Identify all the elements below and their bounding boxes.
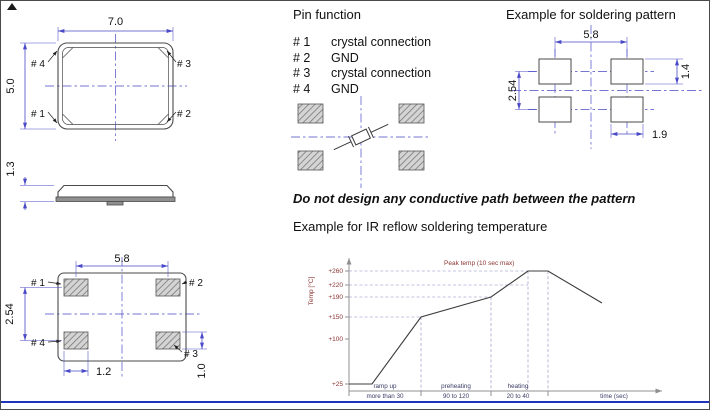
top-view-pin-3-label: # 3 bbox=[177, 59, 191, 70]
bottom-view-pad-width-dim: 1.2 bbox=[96, 366, 111, 378]
mechanical-drawings: 7.0 5.0 # 4 # 3 # 1 # 2 1.3 bbox=[4, 16, 208, 379]
duration-ramp-up: more than 30 bbox=[366, 393, 404, 400]
region-preheating: preheating bbox=[441, 383, 471, 390]
top-view-height-dim: 5.0 bbox=[5, 78, 17, 93]
graph-y-axis-label: Temp [°C] bbox=[307, 277, 315, 306]
pin-row-2: # 2 GND bbox=[293, 51, 431, 67]
pin-number: # 2 bbox=[293, 50, 311, 65]
bottom-view-pin-3-label: # 3 bbox=[184, 349, 198, 360]
side-view-drawing: 1.3 bbox=[5, 161, 176, 210]
pin-function-text: crystal connection bbox=[331, 66, 432, 80]
ytick-260: +260 bbox=[328, 268, 343, 275]
pin-function-text: crystal connection bbox=[331, 35, 432, 49]
ytick-100: +100 bbox=[328, 336, 343, 343]
top-view-pin-1-label: # 1 bbox=[31, 109, 45, 120]
top-view-drawing: 7.0 5.0 # 4 # 3 # 1 # 2 bbox=[5, 16, 191, 141]
pin-function-title: Pin function bbox=[293, 7, 361, 22]
pin-row-4: # 4 GND bbox=[293, 82, 431, 98]
region-ramp-up: ramp up bbox=[373, 383, 397, 390]
ytick-150: +150 bbox=[328, 314, 343, 321]
ytick-190: +190 bbox=[328, 294, 343, 301]
duration-heating: 20 to 40 bbox=[507, 393, 530, 400]
side-view-height-dim: 1.3 bbox=[5, 161, 17, 176]
bottom-view-pad-height-dim: 1.0 bbox=[196, 363, 208, 378]
pattern-pad-height-dim: 1.4 bbox=[680, 64, 692, 79]
soldering-pattern-title: Example for soldering pattern bbox=[506, 7, 676, 22]
duration-preheating: 90 to 120 bbox=[443, 393, 470, 400]
pin-row-3: # 3 crystal connection bbox=[293, 66, 431, 82]
pattern-pad-width-dim: 1.9 bbox=[652, 129, 667, 141]
bottom-view-pin-2-label: # 2 bbox=[189, 278, 203, 289]
pin-function-text: GND bbox=[331, 50, 359, 65]
crystal-orientation-diagram bbox=[291, 96, 431, 188]
top-view-pin-4-label: # 4 bbox=[31, 59, 45, 70]
bottom-view-drawing: 5.8 2.54 1.2 1.0 # 1 # 2 # 4 # 3 bbox=[4, 253, 208, 379]
graph-x-axis-label: time (sec) bbox=[600, 393, 628, 400]
bottom-view-pitch-x-dim: 5.8 bbox=[114, 253, 129, 265]
pin-function-list: # 1 crystal connection # 2 GND # 3 cryst… bbox=[293, 35, 431, 97]
ytick-25: +25 bbox=[332, 381, 343, 388]
soldering-pattern-diagram: 5.8 2.54 1.4 1.9 bbox=[507, 25, 704, 149]
reflow-title: Example for IR reflow soldering temperat… bbox=[293, 219, 548, 234]
reflow-temperature-graph: Temp [°C] +260 +220 +190 +150 +100 +25 P… bbox=[307, 258, 662, 400]
bottom-view-pitch-y-dim: 2.54 bbox=[4, 303, 16, 324]
conductive-path-warning: Do not design any conductive path betwee… bbox=[293, 191, 636, 206]
ytick-220: +220 bbox=[328, 282, 343, 289]
reflow-profile-curve bbox=[349, 270, 603, 385]
pin-function-text: GND bbox=[331, 81, 359, 96]
pin-number: # 1 bbox=[293, 35, 311, 49]
crystal-symbol-icon bbox=[333, 123, 389, 151]
top-view-width-dim: 7.0 bbox=[108, 16, 123, 28]
pin-row-1: # 1 crystal connection bbox=[293, 35, 431, 51]
top-view-pin-2-label: # 2 bbox=[177, 109, 191, 120]
pattern-pitch-y-dim: 2.54 bbox=[507, 80, 519, 101]
corner-mark-icon bbox=[7, 3, 17, 10]
pattern-pitch-x-dim: 5.8 bbox=[583, 29, 598, 41]
pin-number: # 4 bbox=[293, 81, 311, 96]
footer-divider bbox=[1, 401, 709, 403]
bottom-view-pin-1-label: # 1 bbox=[31, 278, 45, 289]
pin-number: # 3 bbox=[293, 66, 311, 80]
peak-temp-annotation: Peak temp (10 sec max) bbox=[444, 260, 514, 267]
bottom-view-pin-4-label: # 4 bbox=[31, 338, 45, 349]
region-heating: heating bbox=[508, 383, 529, 390]
